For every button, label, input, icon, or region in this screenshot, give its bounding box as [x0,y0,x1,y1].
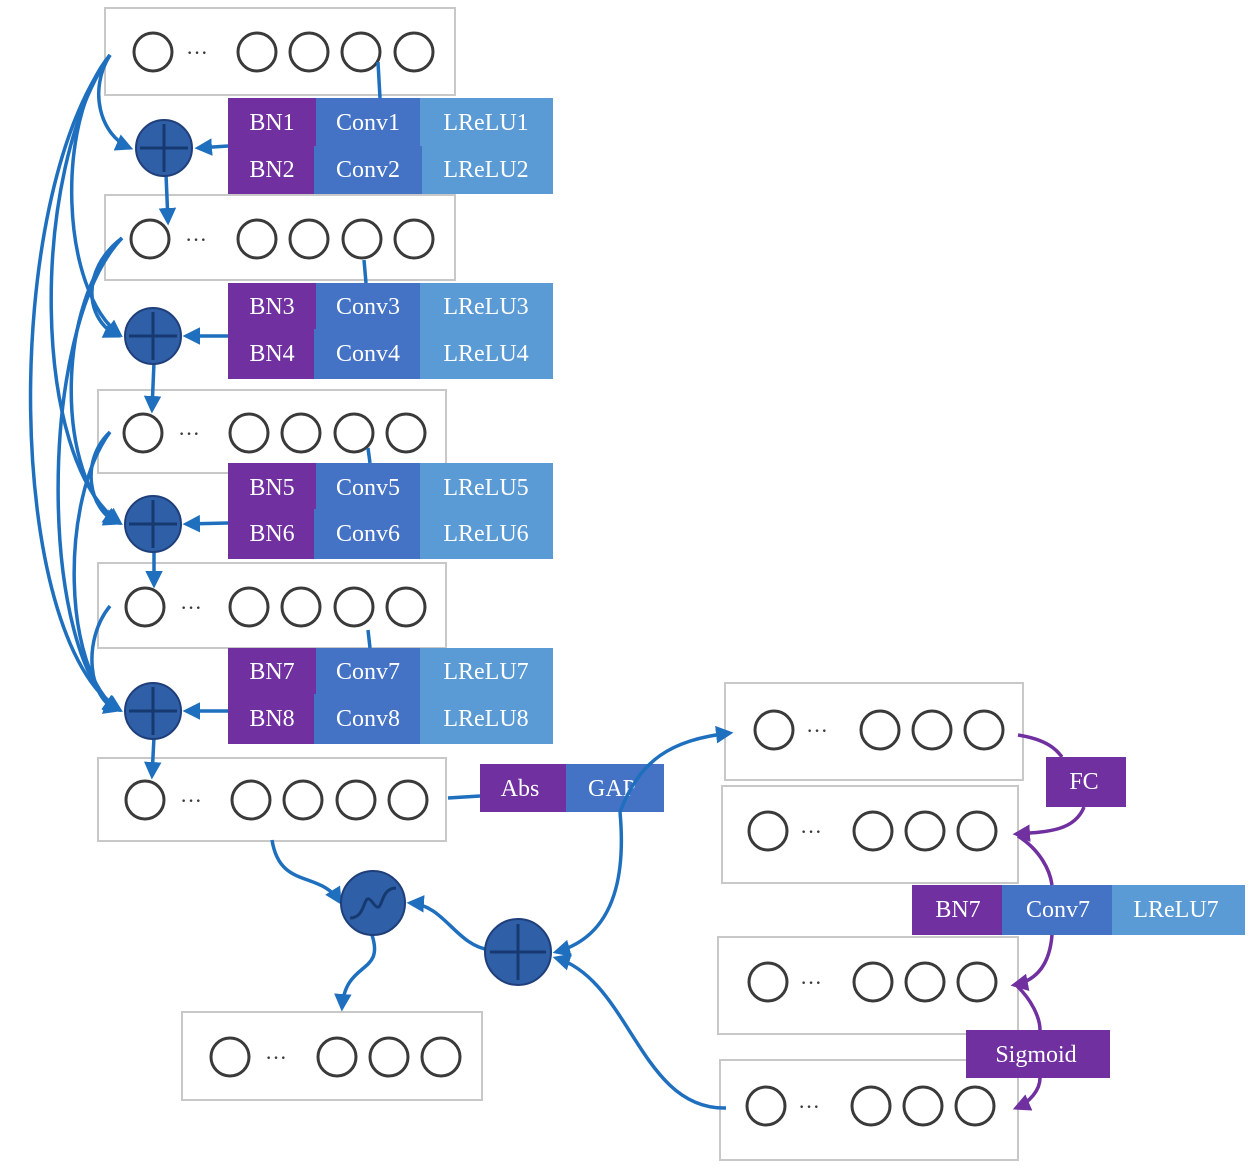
output-layer: ··· [181,1011,483,1101]
svg-text:···: ··· [180,595,202,620]
bn5-label: BN5 [249,475,294,501]
lrelu1-label: LReLU1 [443,110,528,136]
sigmoid-label: Sigmoid [995,1042,1076,1068]
add-node-2 [124,307,182,365]
abs-label: Abs [501,776,540,802]
svg-text:···: ··· [178,421,200,446]
lrelu2-label: LReLU2 [443,157,528,183]
block-row-8: BN8 Conv8 LReLU8 [228,694,553,744]
svg-text:···: ··· [180,788,202,813]
bn6-label: BN6 [249,521,294,547]
layer-2: ··· [104,194,456,281]
svg-text:···: ··· [800,970,822,995]
conv3-label: Conv3 [336,294,400,320]
add-node-3 [124,495,182,553]
lrelu3-label: LReLU3 [443,294,528,320]
layer-1: ··· [104,7,456,96]
attention-branch-edges [270,725,734,1110]
bn1-label: BN1 [249,110,294,136]
block-row-1: BN1 Conv1 LReLU1 [228,98,553,146]
right-bn-label: BN7 [935,897,980,923]
right-layer-2: ··· [721,785,1019,884]
add-to-layer-arrows [143,173,177,780]
bottom-add-node [484,918,552,986]
skip-connections [28,53,134,714]
layer-3: ··· [97,389,447,474]
conv6-label: Conv6 [336,521,400,547]
activation-node [340,870,406,936]
conv8-label: Conv8 [336,706,400,732]
bn3-label: BN3 [249,294,294,320]
bn7-label: BN7 [249,659,294,685]
add-node-1 [135,119,193,177]
layer-block-connectors [362,61,481,800]
fc-block: FC [1046,757,1126,807]
right-layer-1: ··· [724,682,1024,781]
right-lrelu-label: LReLU7 [1133,897,1218,923]
lrelu7-label: LReLU7 [443,659,528,685]
fc-label: FC [1069,769,1098,795]
bn2-label: BN2 [249,157,294,183]
conv7-label: Conv7 [336,659,400,685]
lrelu4-label: LReLU4 [443,341,528,367]
svg-text:···: ··· [185,227,207,252]
conv4-label: Conv4 [336,341,400,367]
lrelu8-label: LReLU8 [443,706,528,732]
block-row-5: BN5 Conv5 LReLU5 [228,463,553,509]
right-conv-label: Conv7 [1026,897,1090,923]
conv5-label: Conv5 [336,475,400,501]
layer-5: ··· [97,757,447,842]
svg-text:···: ··· [798,1094,820,1119]
block-row-6: BN6 Conv6 LReLU6 [228,509,553,559]
lrelu6-label: LReLU6 [443,521,528,547]
bn4-label: BN4 [249,341,294,367]
block-row-7: BN7 Conv7 LReLU7 [228,648,553,694]
svg-text:···: ··· [800,819,822,844]
block-row-2: BN2 Conv2 LReLU2 [228,146,553,194]
block-to-add-arrows [182,138,229,720]
conv2-label: Conv2 [336,157,400,183]
abs-gap-block: Abs GAP [480,764,664,812]
right-purple-edges [1010,733,1086,1111]
lrelu5-label: LReLU5 [443,475,528,501]
block-row-3: BN3 Conv3 LReLU3 [228,283,553,329]
conv1-label: Conv1 [336,110,400,136]
add-node-4 [124,682,182,740]
block-row-4: BN4 Conv4 LReLU4 [228,329,553,379]
layer-4: ··· [97,562,447,649]
sigmoid-block: Sigmoid [966,1030,1110,1078]
right-block-row: BN7 Conv7 LReLU7 [912,885,1245,935]
right-layer-3: ··· [717,936,1019,1035]
sigmoid-curve-icon [349,886,397,920]
svg-text:···: ··· [806,718,828,743]
bn8-label: BN8 [249,706,294,732]
svg-text:···: ··· [186,40,208,65]
svg-text:···: ··· [265,1045,287,1070]
